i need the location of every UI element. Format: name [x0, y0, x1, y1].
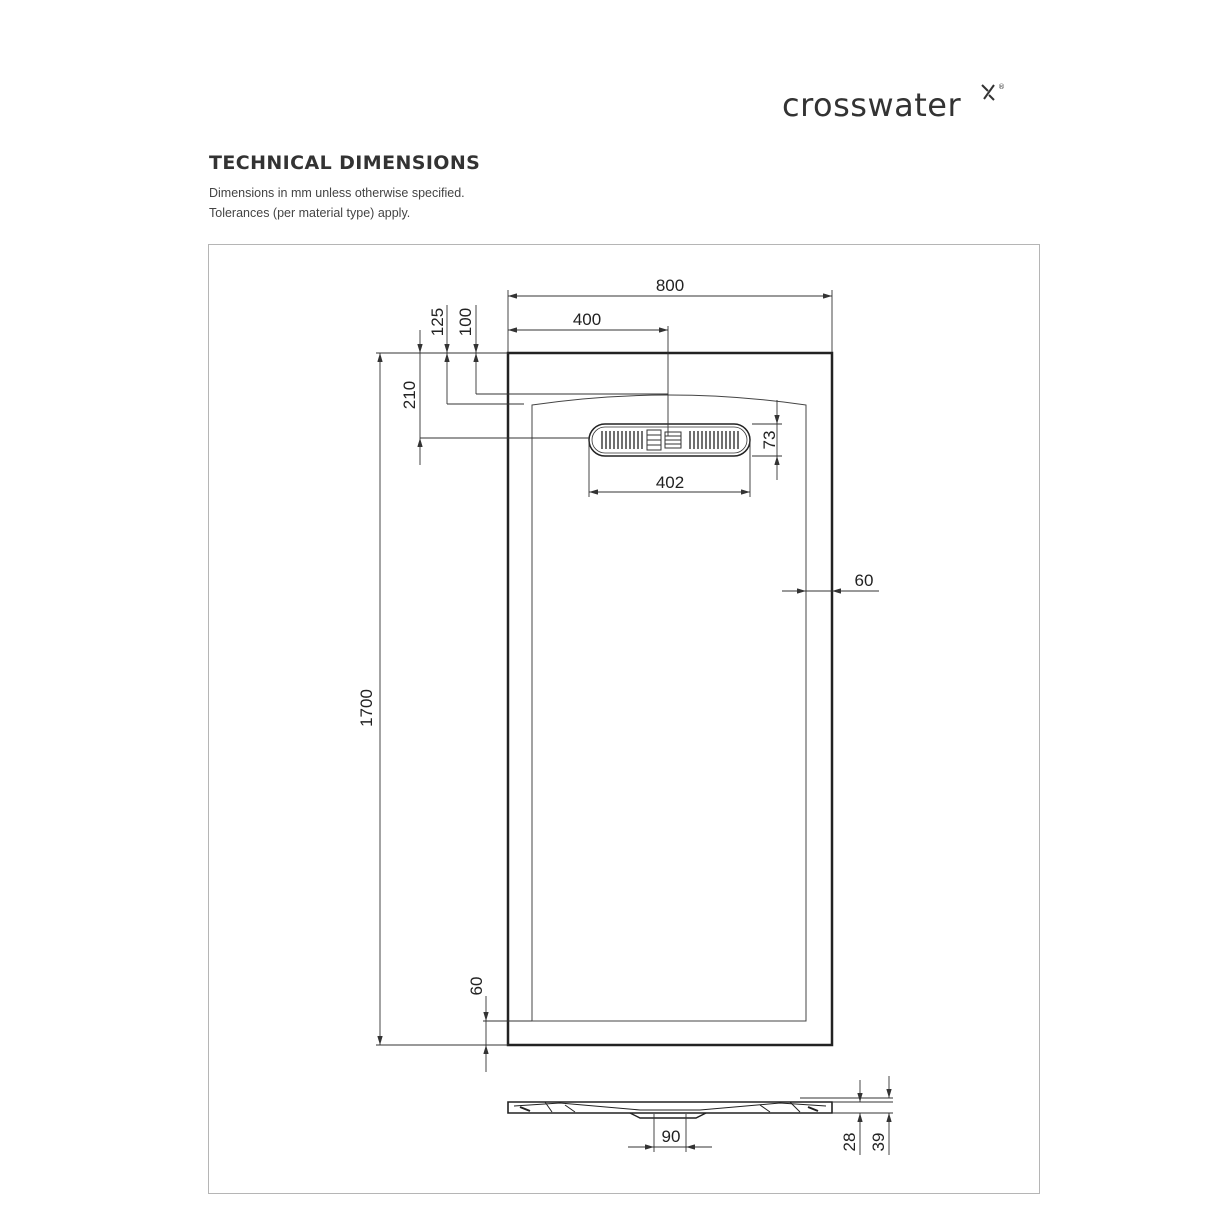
crosswater-logo: crosswater ® — [782, 82, 1022, 132]
drain-grate — [588, 423, 751, 457]
tolerance-note: Tolerances (per material type) apply. — [209, 206, 411, 220]
label-402: 402 — [656, 473, 684, 492]
x-mark-icon: ® — [981, 83, 1005, 101]
label-73: 73 — [760, 431, 779, 450]
drawing-frame — [208, 244, 1040, 1194]
brand-name: crosswater — [782, 86, 962, 124]
tray-outline — [506, 351, 834, 1047]
tray-inner-surface — [531, 394, 807, 1022]
label-800: 800 — [656, 276, 684, 295]
label-1700: 1700 — [357, 689, 376, 727]
label-28: 28 — [840, 1133, 859, 1152]
label-125: 125 — [428, 308, 447, 336]
label-100: 100 — [456, 308, 475, 336]
label-39: 39 — [869, 1133, 888, 1152]
grate-center-waste — [646, 429, 682, 451]
label-90: 90 — [662, 1127, 681, 1146]
registered-mark: ® — [998, 83, 1005, 91]
grate-slots-left — [601, 431, 643, 449]
label-60-side: 60 — [855, 571, 874, 590]
label-400: 400 — [573, 310, 601, 329]
label-210: 210 — [400, 381, 419, 409]
page-title: TECHNICAL DIMENSIONS — [209, 152, 481, 174]
units-note: Dimensions in mm unless otherwise specif… — [209, 186, 465, 200]
label-60-bottom: 60 — [467, 977, 486, 996]
grate-slots-right — [689, 431, 739, 449]
tray-side-profile — [507, 1101, 833, 1119]
